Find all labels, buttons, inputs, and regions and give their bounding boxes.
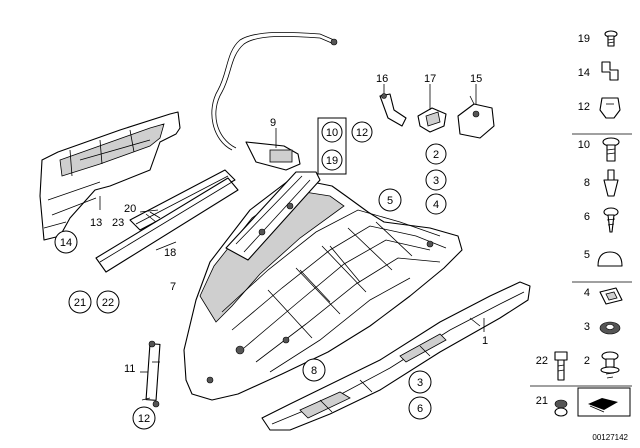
hex-bolt-icon	[554, 351, 568, 381]
callout-5: 5	[387, 195, 393, 207]
callout-10: 10	[326, 127, 338, 139]
bracket-icon	[601, 61, 619, 81]
lower-trim-strip	[261, 281, 531, 431]
sill-strip-lower	[95, 177, 239, 273]
callout-17: 17	[424, 73, 436, 85]
washer-icon	[599, 321, 621, 335]
callout-8: 8	[311, 365, 317, 377]
callout-4: 4	[433, 199, 439, 211]
lock-15	[457, 95, 495, 139]
callout-1: 1	[482, 335, 488, 347]
screw-with-washer-icon	[600, 351, 620, 379]
callout-11: 11	[124, 363, 135, 375]
callout-23: 23	[112, 217, 124, 229]
legend-number-22: 22	[536, 355, 548, 367]
legend-number-10: 10	[578, 139, 590, 151]
actuator-16	[379, 93, 407, 127]
glovebox-frame	[183, 171, 463, 401]
callout-19: 19	[326, 155, 338, 167]
callout-16: 16	[376, 73, 388, 85]
callout-12-strut: 12	[138, 413, 150, 425]
legend-number-8: 8	[584, 177, 590, 189]
nut-clip-icon	[599, 287, 623, 305]
callout-21: 21	[74, 297, 86, 309]
legend-number-19: 19	[578, 33, 590, 45]
callout-13: 13	[90, 217, 102, 229]
legend-number-5: 5	[584, 249, 590, 261]
legend-number-2: 2	[584, 355, 590, 367]
legend-number-14: 14	[578, 67, 590, 79]
side-trim-panel	[39, 111, 181, 241]
package-arrow-icon	[577, 387, 631, 417]
document-number: 00127142	[592, 433, 628, 442]
callout-6: 6	[417, 403, 423, 415]
callout-3-top: 3	[433, 175, 439, 187]
legend-number-21: 21	[536, 395, 548, 407]
legend-number-12: 12	[578, 101, 590, 113]
callout-3-bottom: 3	[417, 377, 423, 389]
release-cable	[211, 31, 338, 171]
fastener-legend: 19 14 12 10 8 6	[530, 30, 632, 417]
legend-number-3: 3	[584, 321, 590, 333]
self-tapping-screw-icon	[603, 207, 619, 233]
callout-18: 18	[164, 247, 176, 259]
callout-9: 9	[270, 117, 276, 129]
callouts: 14 21 22 13 23 20 18 7 11 12 9 10 19 16 …	[54, 73, 488, 430]
latch-17	[417, 107, 447, 133]
callout-15: 15	[470, 73, 482, 85]
legend-number-4: 4	[584, 287, 590, 299]
clip-icon	[599, 97, 621, 119]
bolt-icon	[602, 137, 620, 162]
nut-icon	[554, 399, 568, 417]
leader-lines	[99, 84, 485, 401]
callout-22: 22	[102, 297, 114, 309]
callout-7: 7	[170, 281, 176, 293]
screw-icon	[604, 30, 618, 47]
callout-20: 20	[124, 203, 136, 215]
sill-strip-upper	[129, 169, 236, 231]
callout-2: 2	[433, 149, 439, 161]
cap-icon	[597, 251, 623, 267]
callout-14: 14	[60, 237, 72, 249]
gas-strut	[145, 340, 161, 408]
callout-12-actuator: 12	[356, 127, 368, 139]
expanding-rivet-icon	[603, 169, 619, 197]
legend-number-6: 6	[584, 211, 590, 223]
